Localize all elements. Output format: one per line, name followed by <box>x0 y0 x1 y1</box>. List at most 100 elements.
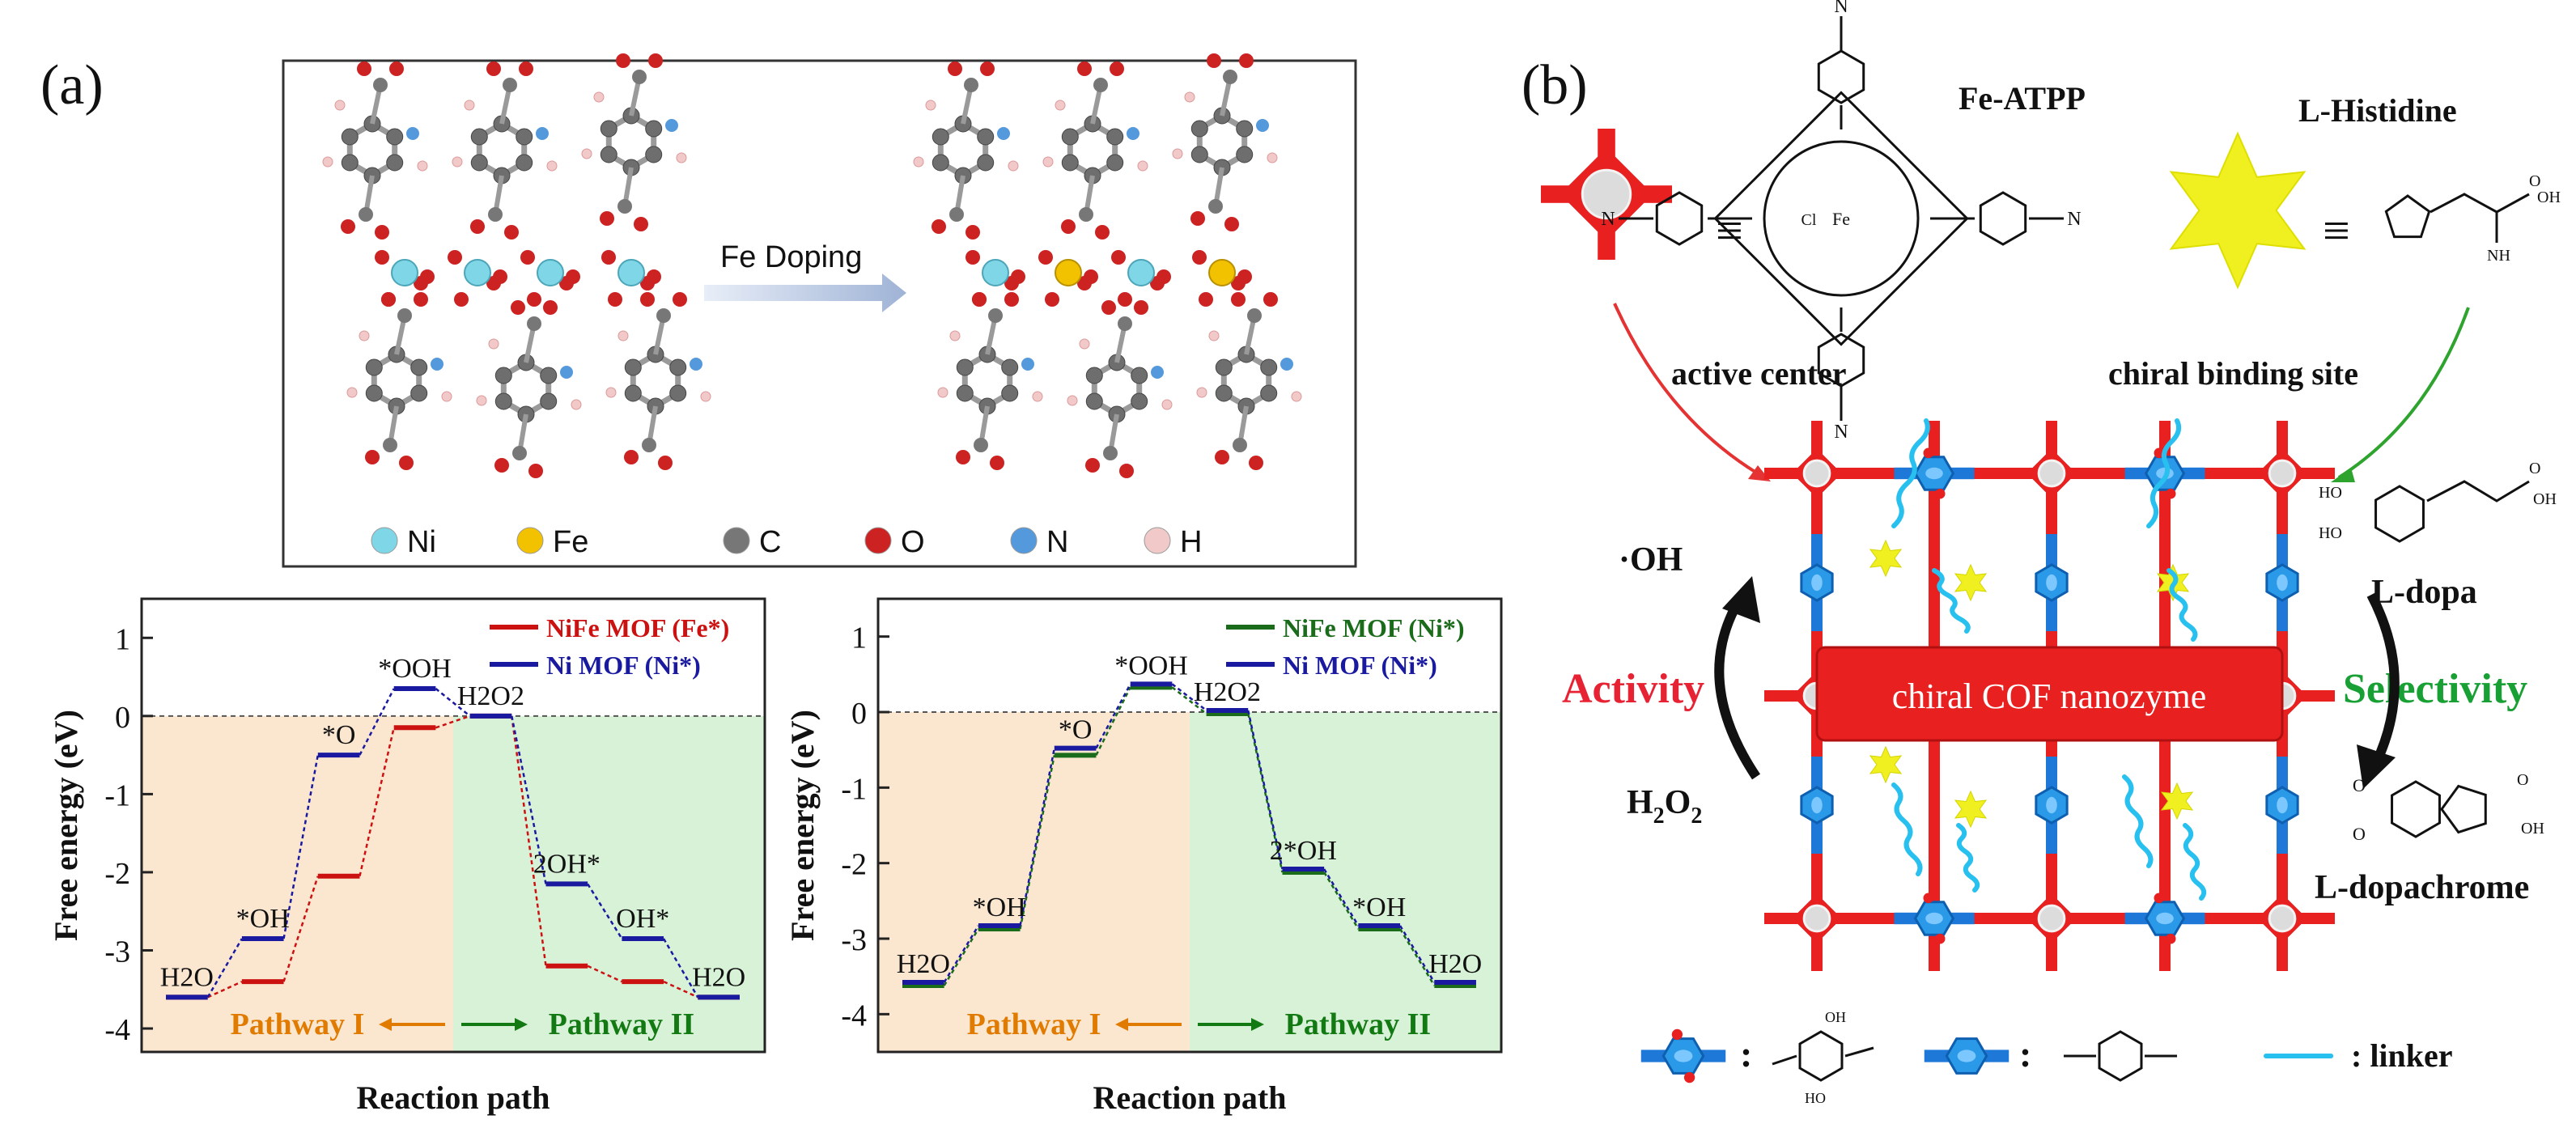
carbon-atom <box>632 70 647 84</box>
intermediate-label: *OOH <box>1114 651 1188 681</box>
oxygen-atom <box>1110 61 1124 76</box>
linker-chain <box>1956 823 1980 893</box>
nitrogen-atom <box>1021 358 1034 371</box>
selectivity-label: Selectivity <box>2343 666 2527 712</box>
carbon-atom <box>964 78 978 92</box>
hydrogen-atom <box>700 391 711 402</box>
carbon-atom <box>494 367 512 384</box>
oh-radical-label: ·OH <box>1619 541 1683 579</box>
linker-block <box>1924 1037 2009 1075</box>
linker-block <box>2035 767 2069 843</box>
oxygen-atom <box>1119 464 1134 478</box>
oxygen-atom <box>990 456 1004 470</box>
linker-chain <box>2183 823 2207 901</box>
linker-chain <box>1891 418 1930 528</box>
oxygen-atom <box>528 464 543 478</box>
energy-connector <box>359 688 395 756</box>
hydrogen-atom <box>676 152 687 163</box>
atom-legend-label: Ni <box>407 525 436 559</box>
aryl-ring <box>1979 191 2027 246</box>
oxygen-atom <box>494 458 509 473</box>
oxygen-atom <box>389 61 404 76</box>
nickel-atom <box>617 259 645 286</box>
hydroxyl-label: HO <box>2319 484 2342 502</box>
y-axis-label: Free energy (eV) <box>48 710 84 941</box>
ring-highlight <box>1925 912 1943 925</box>
aryl-ring <box>1655 191 1704 246</box>
hydrogen-atom <box>322 156 333 168</box>
oxygen-atom <box>1118 292 1132 307</box>
doping-arrow <box>704 274 906 312</box>
carbon-atom <box>383 438 397 452</box>
l-histidine-label: L-Histidine <box>2298 92 2457 129</box>
atom-legend-label: O <box>901 525 925 559</box>
linker-chain <box>2146 418 2182 528</box>
energy-connector <box>1247 713 1284 873</box>
carbon-atom <box>977 154 995 172</box>
fe-atpp-node-symbol <box>1541 129 1672 260</box>
carbon-atom <box>386 128 404 146</box>
linker-block <box>1800 767 1834 843</box>
hydrogen-atom <box>1079 338 1090 350</box>
carbon-atom <box>512 446 527 460</box>
legend-colon-2: : <box>2019 1033 2031 1075</box>
energy-connector <box>207 980 243 999</box>
hydroxyl-dot <box>1683 1071 1695 1083</box>
carbon-atom <box>410 384 428 402</box>
hydrogen-atom <box>1196 387 1207 398</box>
oxygen-atom <box>1192 250 1207 265</box>
carbon-atom <box>470 154 488 172</box>
oxygen-atom <box>1237 269 1252 284</box>
hydrogen-atom <box>441 391 452 402</box>
oxygen-atom <box>647 269 661 284</box>
oxygen-atom <box>616 53 630 68</box>
oxygen-atom <box>1199 292 1213 307</box>
hydrogen-atom <box>605 387 617 398</box>
aryl-ring <box>1817 49 1865 104</box>
oxygen-atom <box>511 300 525 315</box>
chiral-site-arrowhead <box>2331 468 2355 482</box>
hydrogen-atom <box>1067 395 1078 406</box>
intermediate-label: *OH <box>973 893 1026 922</box>
histidine-star <box>1869 539 1903 578</box>
linker-chain <box>1891 782 1923 876</box>
carbon-atom <box>1103 446 1118 460</box>
imidazole-ring <box>2384 194 2431 239</box>
plot-frame <box>140 597 766 1054</box>
nitrogen-atom <box>536 127 549 140</box>
porphyrin-macrocycle <box>1763 140 1920 297</box>
oxygen-atom <box>365 450 380 464</box>
oxygen-atom <box>399 456 414 470</box>
oxygen-atom <box>341 219 355 234</box>
pathway-1-region <box>142 715 453 1052</box>
oxygen-atom <box>608 292 622 307</box>
energy-connector <box>1398 925 1436 983</box>
chiral-site-arrow <box>2337 307 2470 479</box>
oxygen-atom <box>375 250 389 265</box>
ring-highlight <box>2046 574 2057 592</box>
oxygen-atom <box>640 292 655 307</box>
hydrogen-atom <box>464 100 475 111</box>
quinone-ring <box>2391 780 2441 838</box>
carbon-atom <box>974 438 988 452</box>
oxygen-atom <box>1134 300 1148 315</box>
carbon-atom <box>1236 146 1254 163</box>
oxygen-atom <box>1038 250 1053 265</box>
h2o2-label: H2O2 <box>1627 784 1702 829</box>
atom-legend-swatch <box>723 527 750 554</box>
catechol-ring <box>2374 485 2425 543</box>
iron-atom <box>1055 259 1082 286</box>
oxygen-atom <box>1085 458 1100 473</box>
hydroxyl-dot <box>1923 893 1934 904</box>
carbon-atom <box>1001 358 1019 376</box>
carbon-atom <box>470 128 488 146</box>
intermediate-label: *OH <box>236 904 290 934</box>
nitrogen-atom <box>431 358 443 371</box>
legend-label: Ni MOF (Ni*) <box>546 651 701 680</box>
hydrogen-atom <box>488 338 499 350</box>
carbon-atom <box>1223 70 1237 84</box>
carboxyl-o: O <box>2529 460 2540 477</box>
